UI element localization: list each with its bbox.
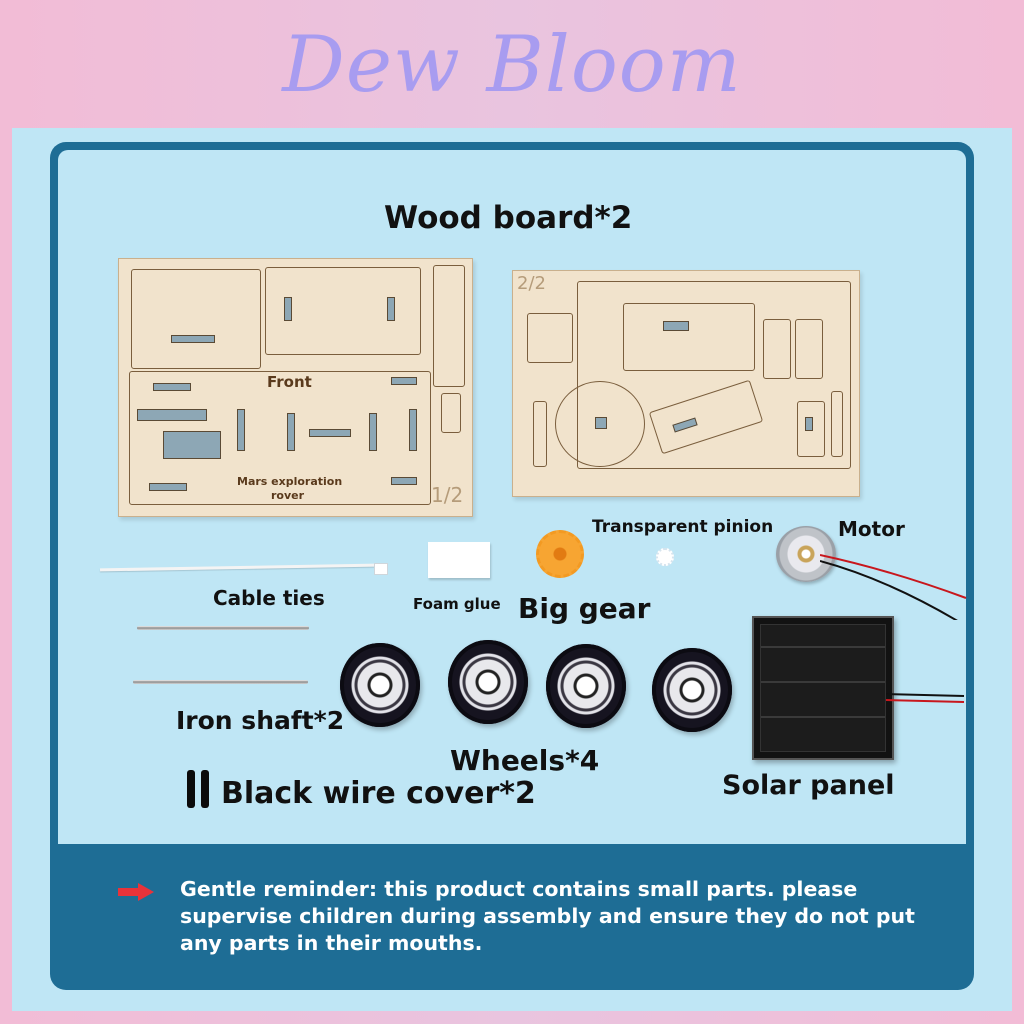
transparent-pinion-label: Transparent pinion: [592, 517, 774, 537]
brand-logo: Dew Bloom: [282, 20, 742, 110]
motor: [776, 526, 836, 582]
foam-glue-label: Foam glue: [413, 595, 501, 613]
safety-reminder: Gentle reminder: this product contains s…: [180, 877, 915, 955]
iron-shaft-2: [133, 680, 308, 684]
board-number-1: 1/2: [431, 483, 464, 507]
right-arrow-icon: [118, 883, 154, 901]
solar-panel-label: Solar panel: [722, 770, 895, 801]
solar-panel: [752, 616, 894, 760]
wire-cover-2: [201, 770, 209, 808]
wheel-4: [652, 648, 732, 732]
wire-cover-1: [187, 770, 195, 808]
wood-board-1: Front Mars exploration rover 1/2: [118, 258, 473, 517]
wood-board-label: Wood board*2: [384, 200, 633, 236]
cable-ties-label: Cable ties: [213, 586, 325, 610]
motor-wires: [820, 554, 967, 620]
wheels-label: Wheels*4: [450, 744, 600, 777]
iron-shaft-1: [137, 626, 309, 630]
wheel-1: [340, 643, 420, 727]
black-wire-cover-label: Black wire cover*2: [221, 776, 536, 811]
motor-label: Motor: [838, 517, 905, 541]
big-gear-label: Big gear: [518, 592, 651, 625]
big-gear: [536, 530, 584, 578]
foam-glue: [428, 542, 490, 578]
iron-shaft-label: Iron shaft*2: [176, 706, 345, 735]
transparent-pinion: [656, 548, 674, 566]
wheel-2: [448, 640, 528, 724]
solar-panel-wires: [886, 693, 965, 703]
board-number-2: 2/2: [517, 273, 546, 294]
cable-tie-head: [374, 563, 388, 575]
front-label: Front: [267, 373, 312, 391]
wheel-3: [546, 644, 626, 728]
mars-rover-label-line1: Mars exploration: [237, 475, 343, 488]
wood-board-2: 2/2: [512, 270, 860, 497]
mars-rover-label-line2: rover: [271, 489, 305, 502]
